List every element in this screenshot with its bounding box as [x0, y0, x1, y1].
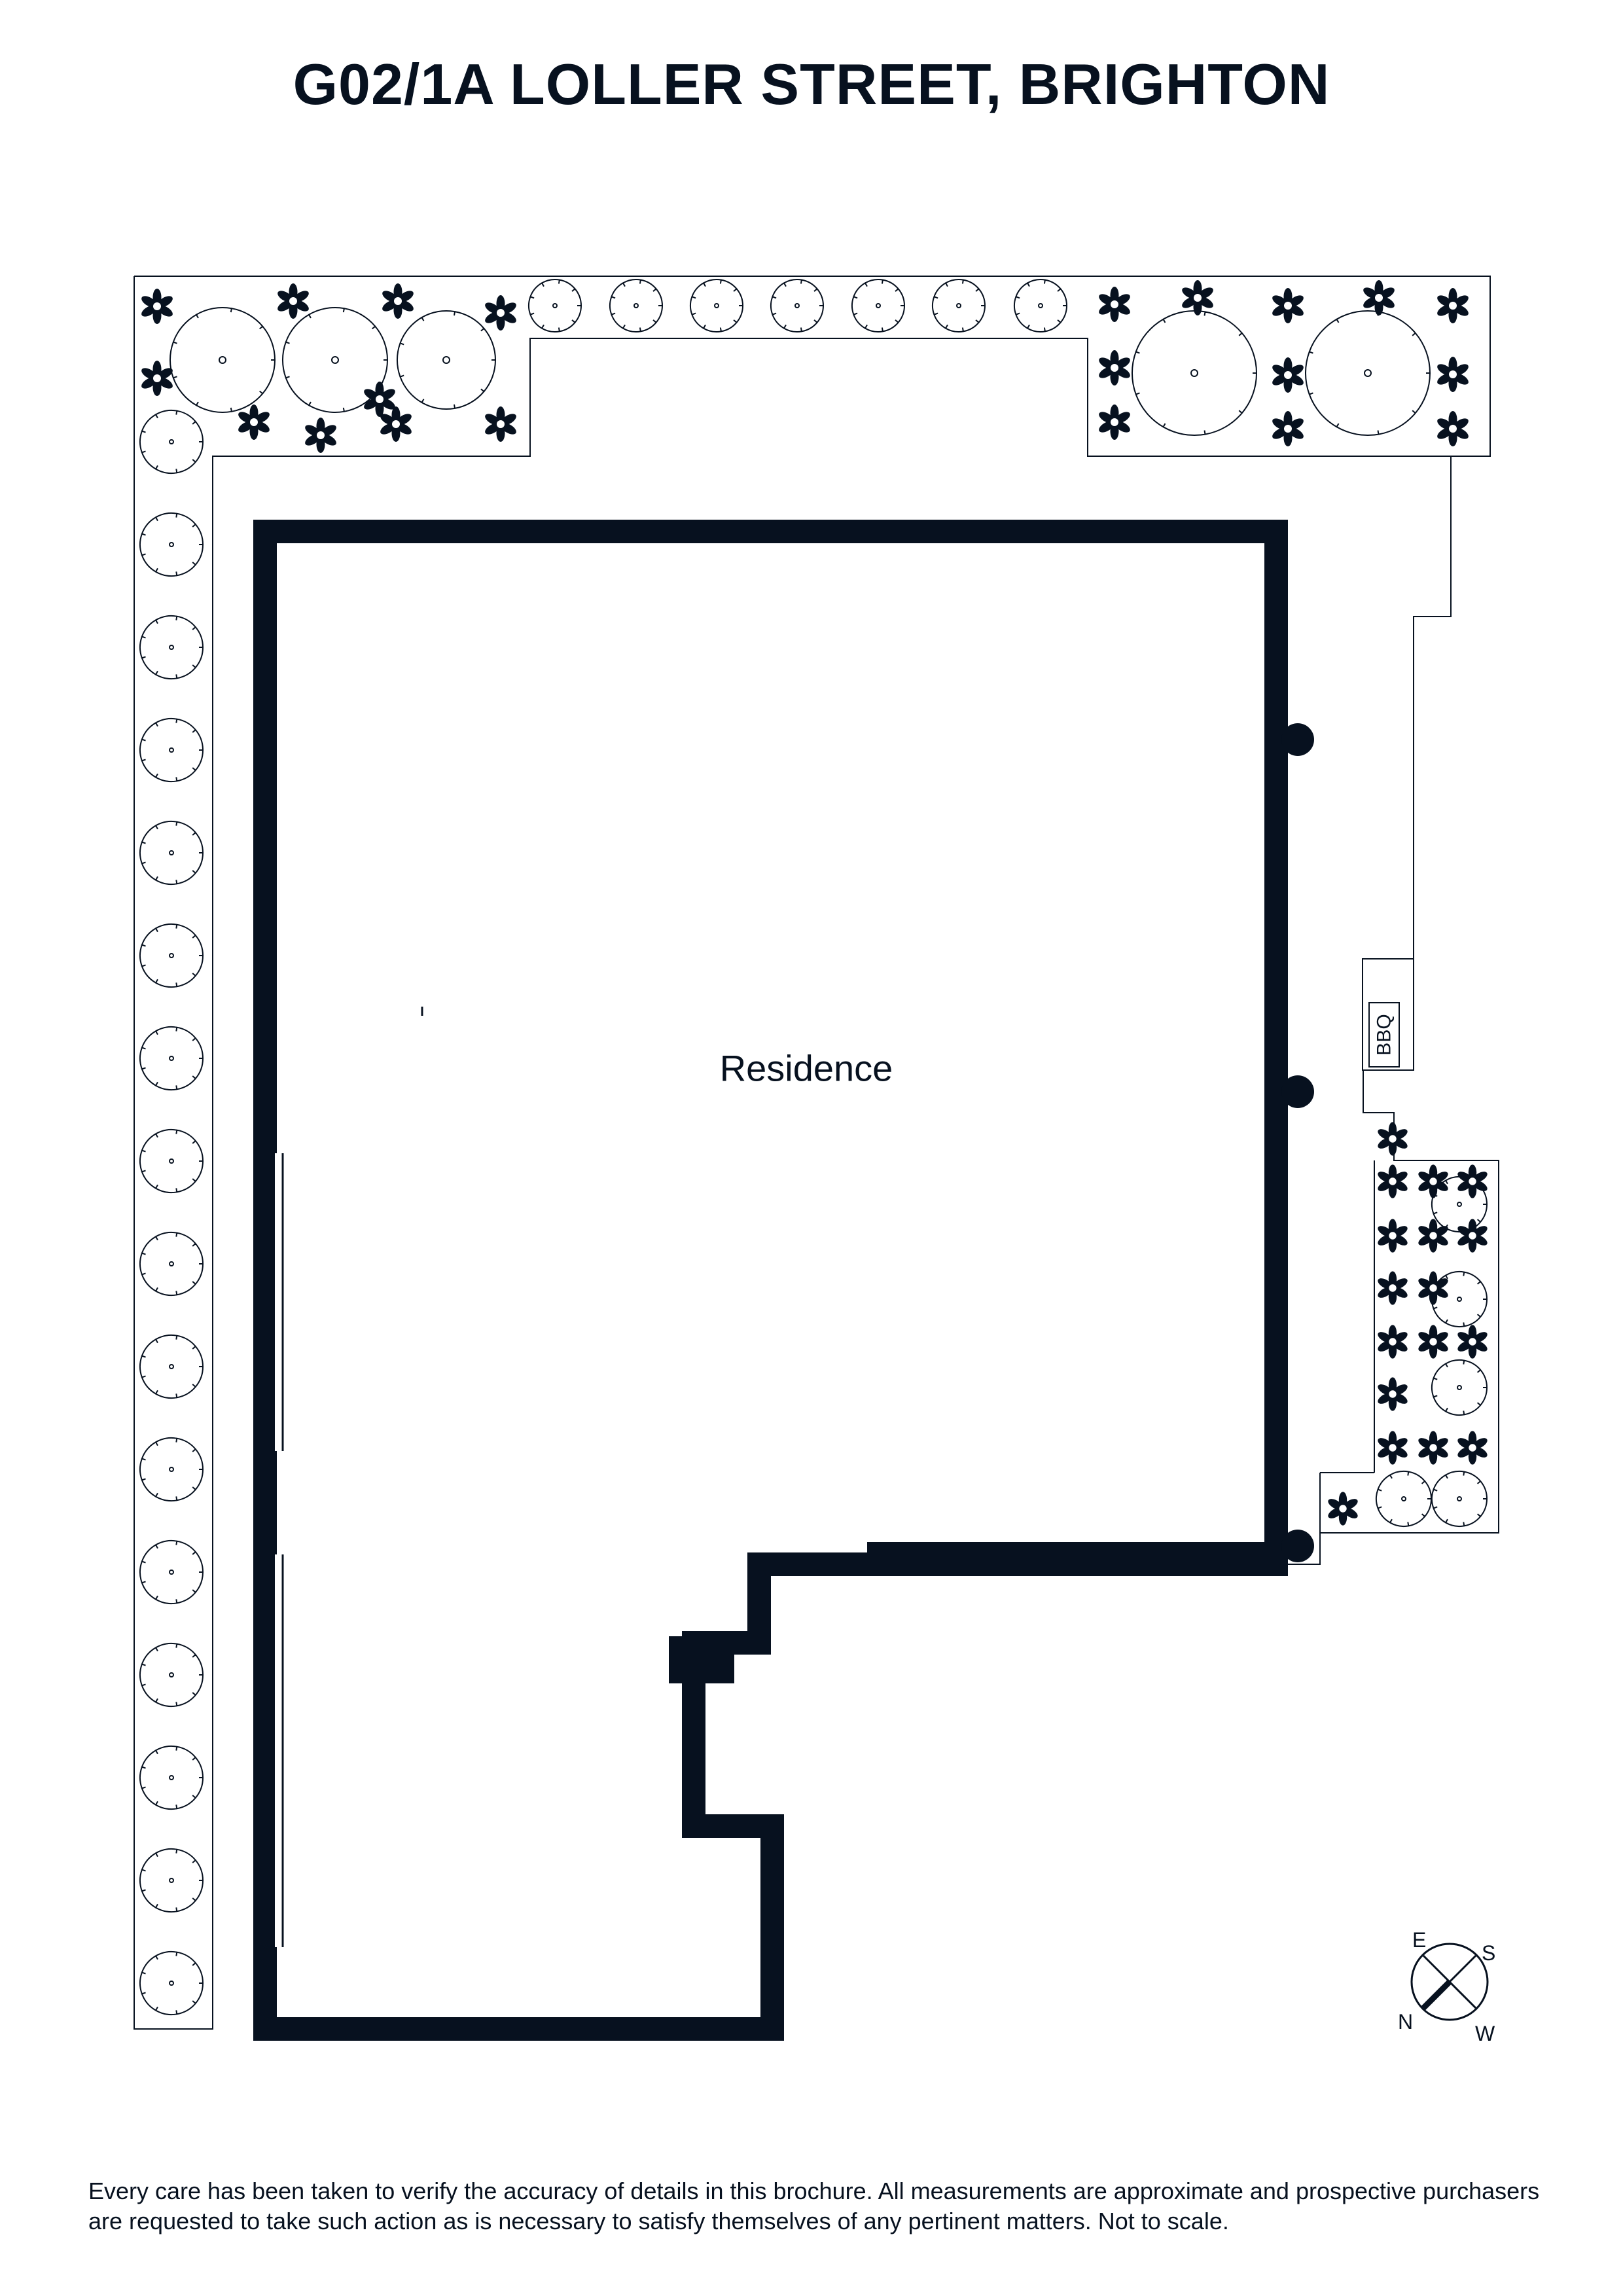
flower-icon — [1435, 288, 1471, 323]
flower-icon — [378, 406, 414, 442]
flower-icon — [1376, 1122, 1410, 1156]
window-opening — [275, 1153, 283, 1451]
shrub-icon — [139, 1129, 204, 1193]
shrub-icon — [139, 718, 204, 782]
compass-east: E — [1412, 1928, 1426, 1952]
flower-icon — [1270, 411, 1306, 446]
flower-icon — [1376, 1325, 1410, 1359]
shrub-icon — [139, 1026, 204, 1090]
flower-icon — [1097, 404, 1132, 440]
shrub-icon — [139, 1848, 204, 1912]
compass-south: S — [1482, 1941, 1495, 1965]
flower-icon — [1270, 288, 1306, 323]
flower-icon — [1455, 1325, 1489, 1359]
flower-icon — [1416, 1431, 1450, 1465]
shrub-icon — [139, 1437, 204, 1501]
flower-icon — [1270, 357, 1306, 393]
column-icon — [1281, 1075, 1314, 1108]
disclaimer-text: Every care has been taken to verify the … — [88, 2178, 1540, 2234]
shrub-icon — [1431, 1359, 1488, 1416]
flower-icon — [1376, 1377, 1410, 1411]
shrub-icon — [139, 410, 204, 474]
flower-icon — [1435, 411, 1471, 446]
page-title: G02/1A LOLLER STREET, BRIGHTON — [293, 52, 1330, 117]
compass-north: N — [1398, 2010, 1413, 2034]
flower-icon — [303, 418, 338, 453]
flower-icon — [236, 404, 272, 440]
shrub-icon — [527, 279, 582, 332]
flower-icon — [1097, 350, 1132, 386]
bbq-label: BBQ — [1374, 1014, 1395, 1055]
room-label-residence: Residence — [720, 1048, 893, 1089]
shrub-icon — [931, 279, 986, 332]
flower-icon — [1097, 287, 1132, 322]
tree-icon — [1305, 310, 1431, 437]
flower-icon — [1416, 1325, 1450, 1359]
compass-west: W — [1475, 2022, 1495, 2045]
shrub-icon — [1431, 1471, 1488, 1527]
flower-icon — [1376, 1271, 1410, 1305]
shrub-icon — [1375, 1471, 1433, 1527]
shrub-icon — [770, 279, 825, 332]
tree-icon — [169, 306, 276, 414]
flower-icon — [1180, 280, 1215, 315]
window-opening — [275, 1554, 283, 1947]
flower-icon — [1435, 357, 1471, 392]
shrub-icon — [139, 1951, 204, 2015]
residence-outer-wall — [253, 520, 1288, 2041]
shrub-icon — [139, 512, 204, 577]
shrub-icon — [1013, 279, 1068, 332]
shrub-icon — [689, 279, 744, 332]
shrub-icon — [139, 1232, 204, 1296]
shrub-icon — [139, 1746, 204, 1810]
compass-icon: E S N W — [1398, 1928, 1495, 2045]
garden-bed-inner-outline — [134, 276, 1451, 2030]
flower-icon — [380, 283, 416, 319]
flower-icon — [1455, 1431, 1489, 1465]
flower-icon — [1326, 1492, 1360, 1526]
flower-icon — [1376, 1164, 1410, 1198]
flower-icon — [139, 289, 175, 324]
shrub-icon — [139, 615, 204, 679]
shrub-icon — [139, 1643, 204, 1707]
flower-icon — [276, 283, 311, 319]
flower-icon — [1376, 1219, 1410, 1253]
shrub-icon — [609, 279, 664, 332]
column-icon — [1281, 1530, 1314, 1562]
wall-pier — [669, 1636, 734, 1683]
flower-icon — [139, 361, 175, 396]
shrub-icon — [851, 279, 906, 332]
column-icon — [1281, 723, 1314, 756]
tree-icon — [281, 306, 389, 414]
tree-icon — [396, 310, 497, 410]
shrub-icon — [139, 821, 204, 885]
shrub-icon — [139, 1335, 204, 1399]
flower-icon — [483, 295, 518, 331]
bbq-label-box — [1368, 1002, 1400, 1067]
flower-icon — [483, 406, 518, 442]
shrub-icon — [139, 924, 204, 988]
shrub-icon — [139, 1540, 204, 1604]
flower-icon — [1376, 1431, 1410, 1465]
wall-pier — [867, 1542, 1279, 1558]
tree-icon — [1132, 310, 1258, 437]
